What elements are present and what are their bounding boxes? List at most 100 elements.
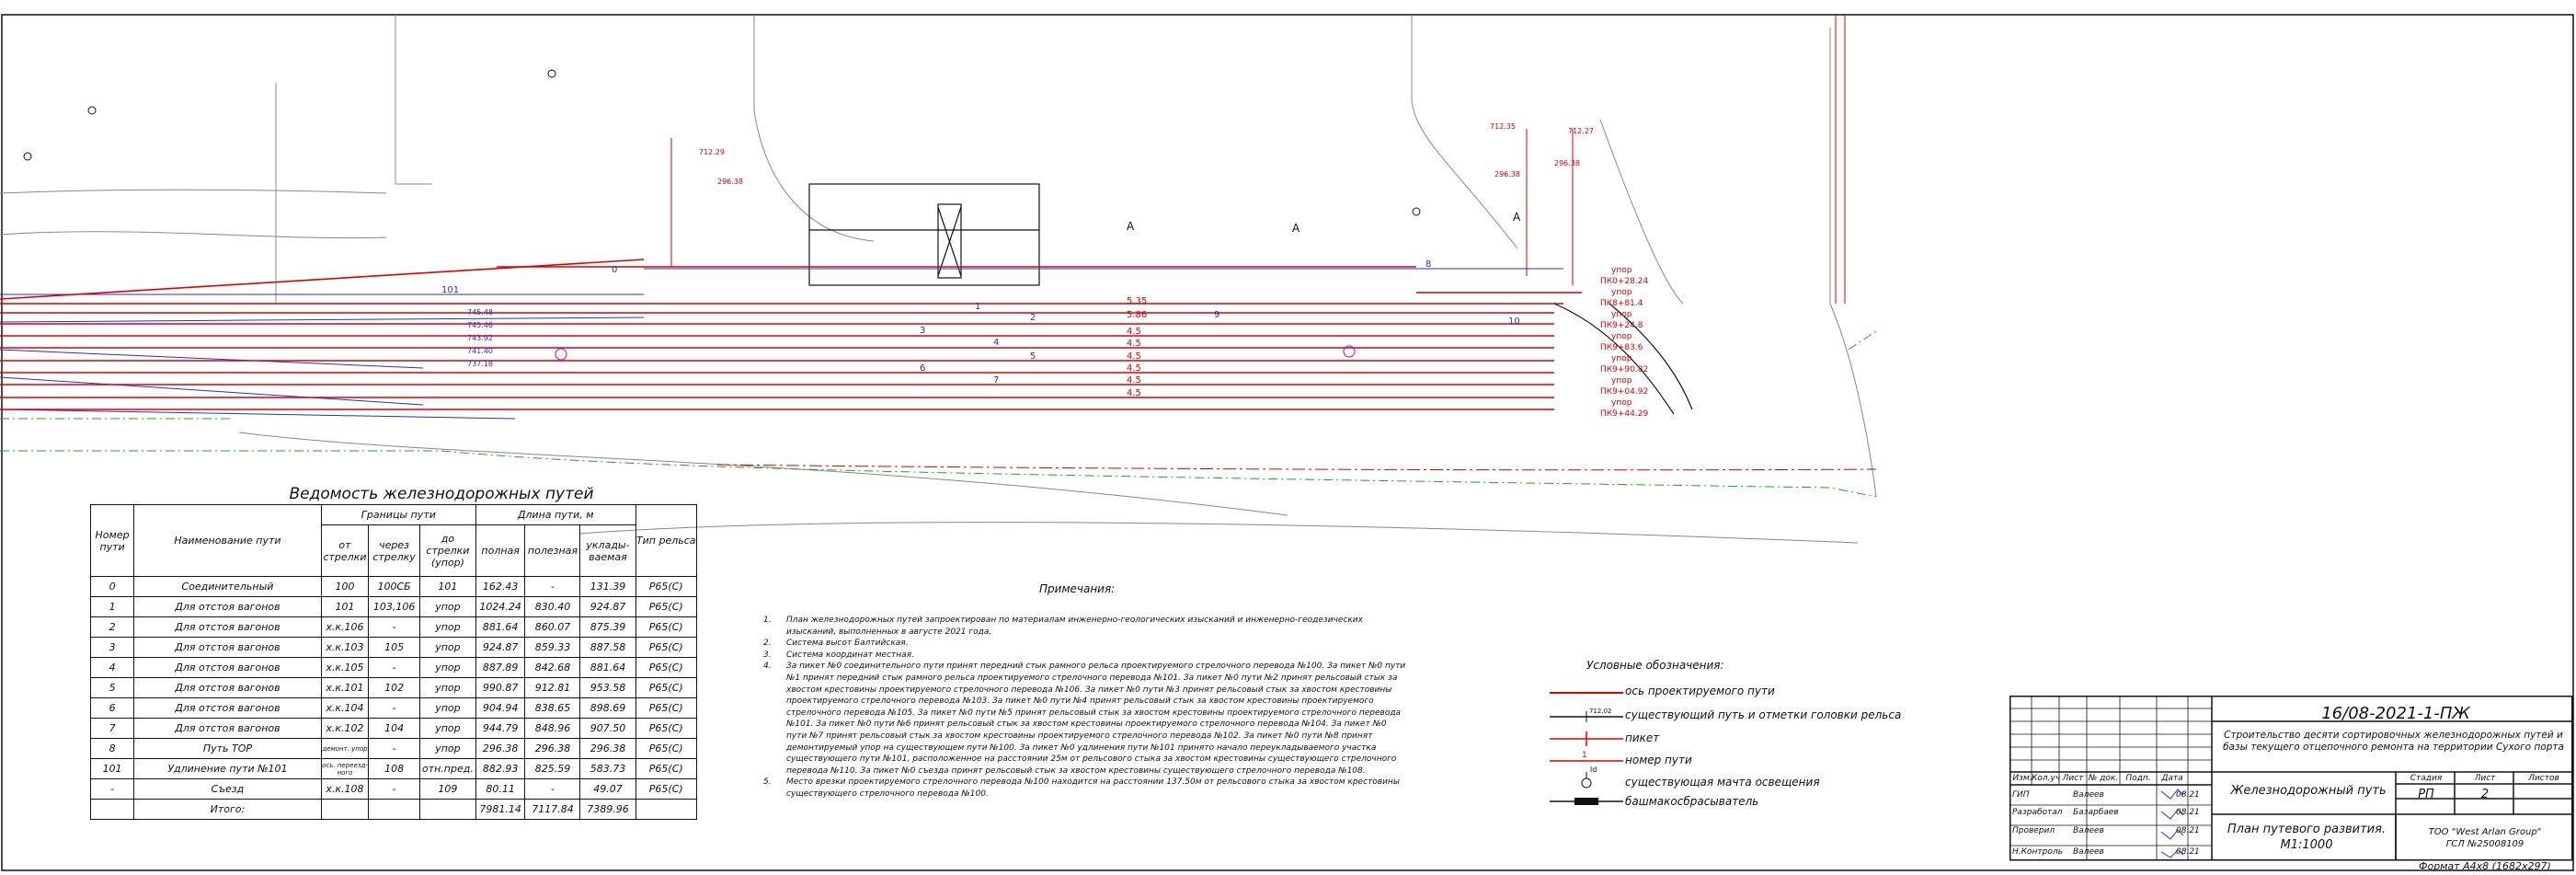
svg-text:745.48: 745.48: [467, 308, 493, 317]
svg-text:4: 4: [993, 338, 999, 348]
col-bounds: Границы пути: [320, 504, 476, 525]
table-cell: 904.94: [475, 697, 526, 719]
signer-role: Разработал: [2012, 808, 2063, 817]
table-cell: 1024.24: [475, 596, 526, 617]
sheet-header: Лист: [2474, 774, 2496, 783]
company-name: ТОО "West Arlan Group": [2428, 827, 2542, 837]
column-header: Изм.: [2012, 774, 2032, 783]
table-cell: 108: [368, 758, 420, 779]
column-header: Дата: [2161, 774, 2183, 783]
svg-text:упор: упор: [1611, 398, 1632, 408]
signer-role: Н.Контроль: [2012, 847, 2063, 857]
table-cell: 101: [320, 596, 370, 617]
lighting-masts: [23, 69, 1421, 361]
note-text: План железнодорожных путей запроектирова…: [786, 616, 1363, 637]
col-length: Длина пути, м: [475, 504, 636, 525]
table-cell: 104: [368, 718, 420, 739]
stage-value: РП: [2418, 788, 2434, 801]
table-cell: 3: [89, 637, 135, 658]
table-cell: -: [89, 778, 135, 800]
total-useful: 7117.84: [524, 799, 581, 820]
note-item: 3.Система координат местная.: [763, 650, 1407, 662]
legend-label: существующая мачта освещения: [1625, 776, 1820, 789]
legend-label: существующий путь и отметки головки рель…: [1625, 708, 1902, 721]
svg-text:6: 6: [920, 363, 925, 374]
notes-title: Примечания:: [1039, 582, 1116, 595]
note-text: Место врезки проектируемого стрелочного …: [786, 777, 1400, 799]
drawing-name: План путевого развития. М1:1000: [2227, 823, 2387, 852]
table-cell: упор: [418, 718, 476, 739]
table-cell: 887.89: [475, 657, 526, 678]
table-cell: Р65(С): [635, 657, 697, 678]
table-cell: Для отстоя вагонов: [133, 677, 322, 698]
signer-date: 08.21: [2176, 790, 2200, 800]
table-cell: 5: [89, 677, 135, 698]
col-useful: полезная: [524, 524, 581, 577]
svg-text:101: 101: [441, 285, 459, 295]
table-cell: 924.87: [579, 596, 636, 617]
table-cell: ось. переезд-ного: [320, 758, 370, 779]
signatures: [2160, 789, 2184, 858]
turnout-curves: [1553, 303, 1693, 415]
table-cell: Для отстоя вагонов: [133, 718, 322, 739]
table-cell: упор: [418, 657, 476, 678]
elevations: 745.48 745.46 743.92 741.40 737.18 712.2…: [467, 122, 1594, 368]
signer-role: Проверил: [2012, 826, 2055, 835]
note-number: 2.: [763, 639, 772, 649]
note-number: 4.: [763, 662, 772, 672]
svg-text:5.86: 5.86: [1127, 310, 1147, 320]
table-cell: 296.38: [579, 738, 636, 759]
table-cell: Р65(С): [635, 596, 697, 617]
table-cell: упор: [418, 596, 476, 617]
table-cell: 990.87: [475, 677, 526, 698]
svg-text:4.5: 4.5: [1127, 351, 1141, 362]
table-row-total: Итого: 7981.14 7117.84 7389.96: [89, 799, 697, 820]
table-cell: 859.33: [524, 637, 581, 658]
svg-text:4.5: 4.5: [1127, 375, 1141, 386]
note-item: 4.За пикет №0 соединительного пути приня…: [763, 661, 1407, 777]
table-cell: 875.39: [579, 616, 636, 638]
station-label: А: [1292, 222, 1300, 235]
svg-text:5: 5: [1030, 351, 1036, 362]
table-cell: Для отстоя вагонов: [133, 616, 322, 638]
table-cell: Для отстоя вагонов: [133, 657, 322, 678]
total-label: Итого:: [133, 799, 322, 820]
svg-text:4.5: 4.5: [1127, 363, 1141, 374]
table-cell: Для отстоя вагонов: [133, 697, 322, 719]
svg-text:ПК9+04.92: ПК9+04.92: [1600, 387, 1648, 397]
drawing-code: 16/08-2021-1-ПЖ: [2321, 704, 2470, 723]
table-cell: 898.69: [579, 697, 636, 719]
table-cell: 882.93: [475, 758, 526, 779]
table-cell: упор: [418, 697, 476, 719]
svg-text:7: 7: [993, 375, 999, 386]
legend-symbols: 712.02 1 ld: [1550, 692, 1623, 805]
legend-label: номер пути: [1625, 754, 1692, 766]
svg-text:9: 9: [1214, 310, 1219, 320]
existing-tracks: [0, 268, 1563, 420]
marker-values: 5.35 5.86 4.5 4.5 4.5 4.5 4.5 4.5: [1127, 296, 1147, 398]
signer-name: Валеев: [2073, 790, 2104, 800]
table-cell: Р65(С): [635, 758, 697, 779]
note-item: 1.План железнодорожных путей запроектиро…: [763, 615, 1407, 638]
total-full: 7981.14: [475, 799, 526, 820]
table-cell: Соединительный: [133, 576, 322, 597]
table-cell: -: [368, 738, 420, 759]
table-cell: упор: [418, 616, 476, 638]
table-cell: Р65(С): [635, 778, 697, 800]
table-cell: 102: [368, 677, 420, 698]
table-cell: 131.39: [579, 576, 636, 597]
table-cell: 162.43: [475, 576, 526, 597]
building: [808, 183, 1040, 286]
col-full: полная: [475, 524, 526, 577]
table-cell: 100СБ: [368, 576, 420, 597]
legend-label: башмакосбрасыватель: [1625, 795, 1759, 808]
table-cell: -: [368, 778, 420, 800]
column-header: Подп.: [2125, 774, 2151, 783]
svg-text:4.5: 4.5: [1127, 327, 1141, 337]
